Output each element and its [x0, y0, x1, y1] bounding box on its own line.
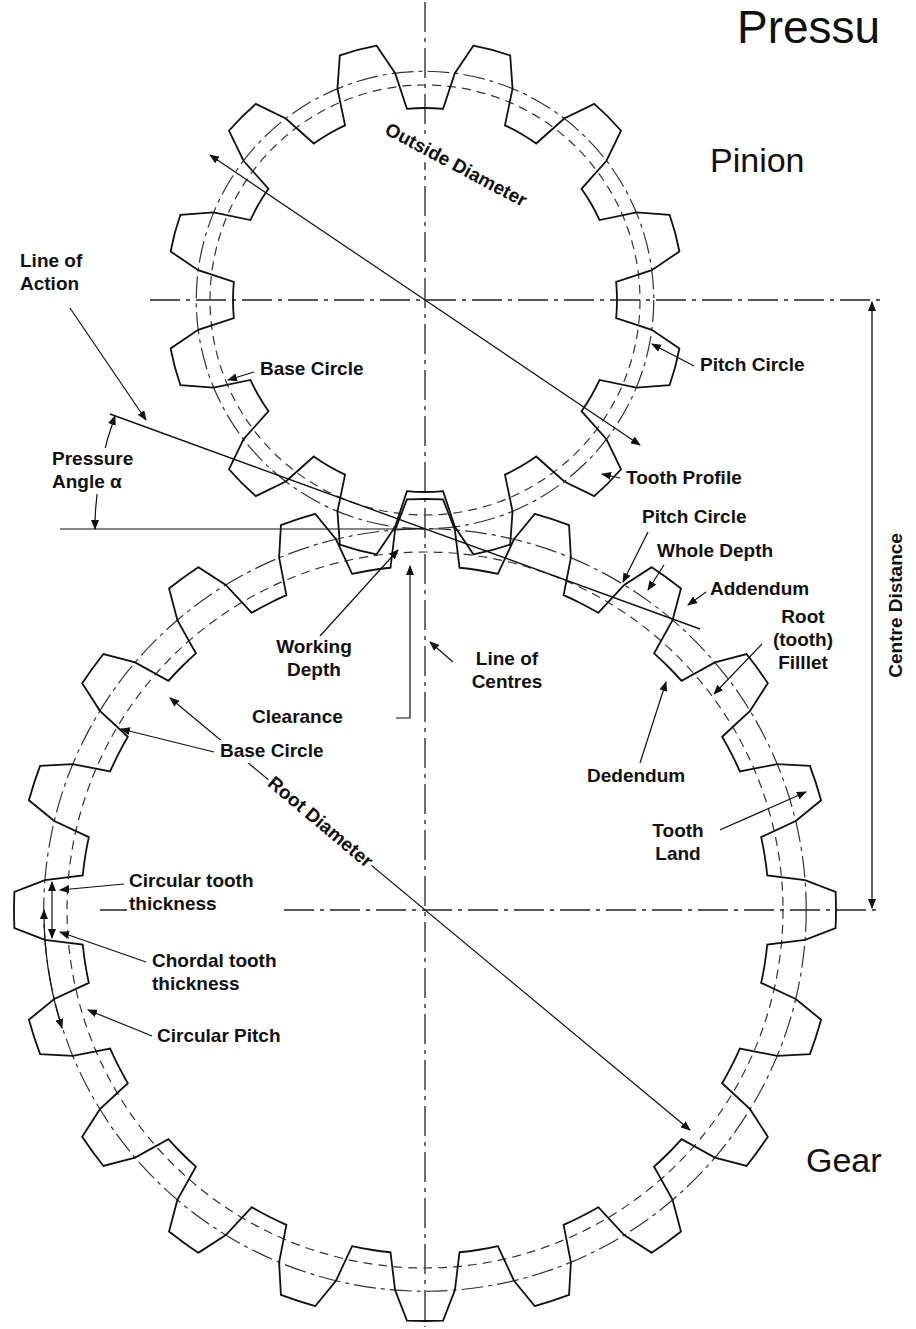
title: Pressu — [735, 0, 882, 55]
gear-outline — [14, 499, 836, 1321]
line-of-action — [110, 414, 700, 629]
dimension-label: Addendum — [708, 578, 811, 601]
leader-lines — [44, 308, 806, 1036]
pinion-outline — [171, 46, 680, 555]
leader-line — [88, 1010, 152, 1036]
leader-line — [688, 592, 706, 605]
part-label: Base Circle — [258, 358, 366, 381]
part-label: Tooth Land — [636, 820, 720, 866]
leader-line — [602, 474, 620, 478]
dimension-label: Clearance — [250, 706, 345, 729]
centre-distance-dimension — [871, 302, 872, 908]
leader-line — [70, 308, 146, 420]
leader-line — [396, 566, 410, 718]
dimension-label: Root Diameter — [261, 770, 378, 874]
dimension-label: Working Depth — [262, 636, 366, 682]
gear-name: Gear — [804, 1140, 884, 1181]
leader-line — [430, 642, 453, 662]
gear-pitch-circle — [44, 529, 807, 1292]
dimension-label: Whole Depth — [655, 540, 775, 563]
leader-line — [320, 550, 398, 636]
dimension-label: Dedendum — [585, 765, 687, 788]
angle-label: Pressure Angle α — [50, 448, 166, 494]
pressure-reference-line — [60, 528, 425, 529]
outside-diameter-line — [210, 155, 640, 445]
gear-name: Pinion — [708, 140, 807, 181]
part-label: Pitch Circle — [640, 506, 749, 529]
part-label: Line of Action — [18, 250, 114, 296]
circular-pitch-arc — [44, 910, 62, 1028]
part-label: Line of Centres — [455, 648, 559, 694]
part-label: Base Circle — [218, 740, 326, 763]
leader-line — [121, 729, 214, 752]
leader-line — [706, 792, 806, 836]
pinion-pitch-circle — [196, 71, 654, 529]
part-label: Root (tooth) Filllet — [762, 606, 844, 674]
line-of-centres — [424, 2, 425, 1327]
dimension-label: Circular Pitch — [155, 1025, 283, 1048]
leader-line — [228, 372, 254, 380]
dimension-label: Outside Diameter — [379, 117, 532, 213]
leader-line — [60, 884, 124, 890]
part-label: Pitch Circle — [698, 354, 807, 377]
dimension-label: Circular tooth thickness — [127, 870, 281, 916]
dimension-label: Chordal tooth thickness — [150, 950, 304, 996]
leader-line — [640, 682, 666, 763]
part-label: Tooth Profile — [624, 467, 744, 490]
leader-line — [714, 642, 764, 694]
leader-line — [648, 565, 664, 590]
leader-line — [623, 532, 648, 582]
pinion-base-circle — [210, 85, 640, 515]
leader-line — [60, 932, 146, 962]
thickness-dimension — [51, 882, 52, 938]
leader-line — [652, 344, 694, 366]
pinion-centre-line — [150, 299, 880, 300]
gear-base-circle — [67, 552, 783, 1268]
dimension-label: Centre Distance — [884, 531, 907, 680]
